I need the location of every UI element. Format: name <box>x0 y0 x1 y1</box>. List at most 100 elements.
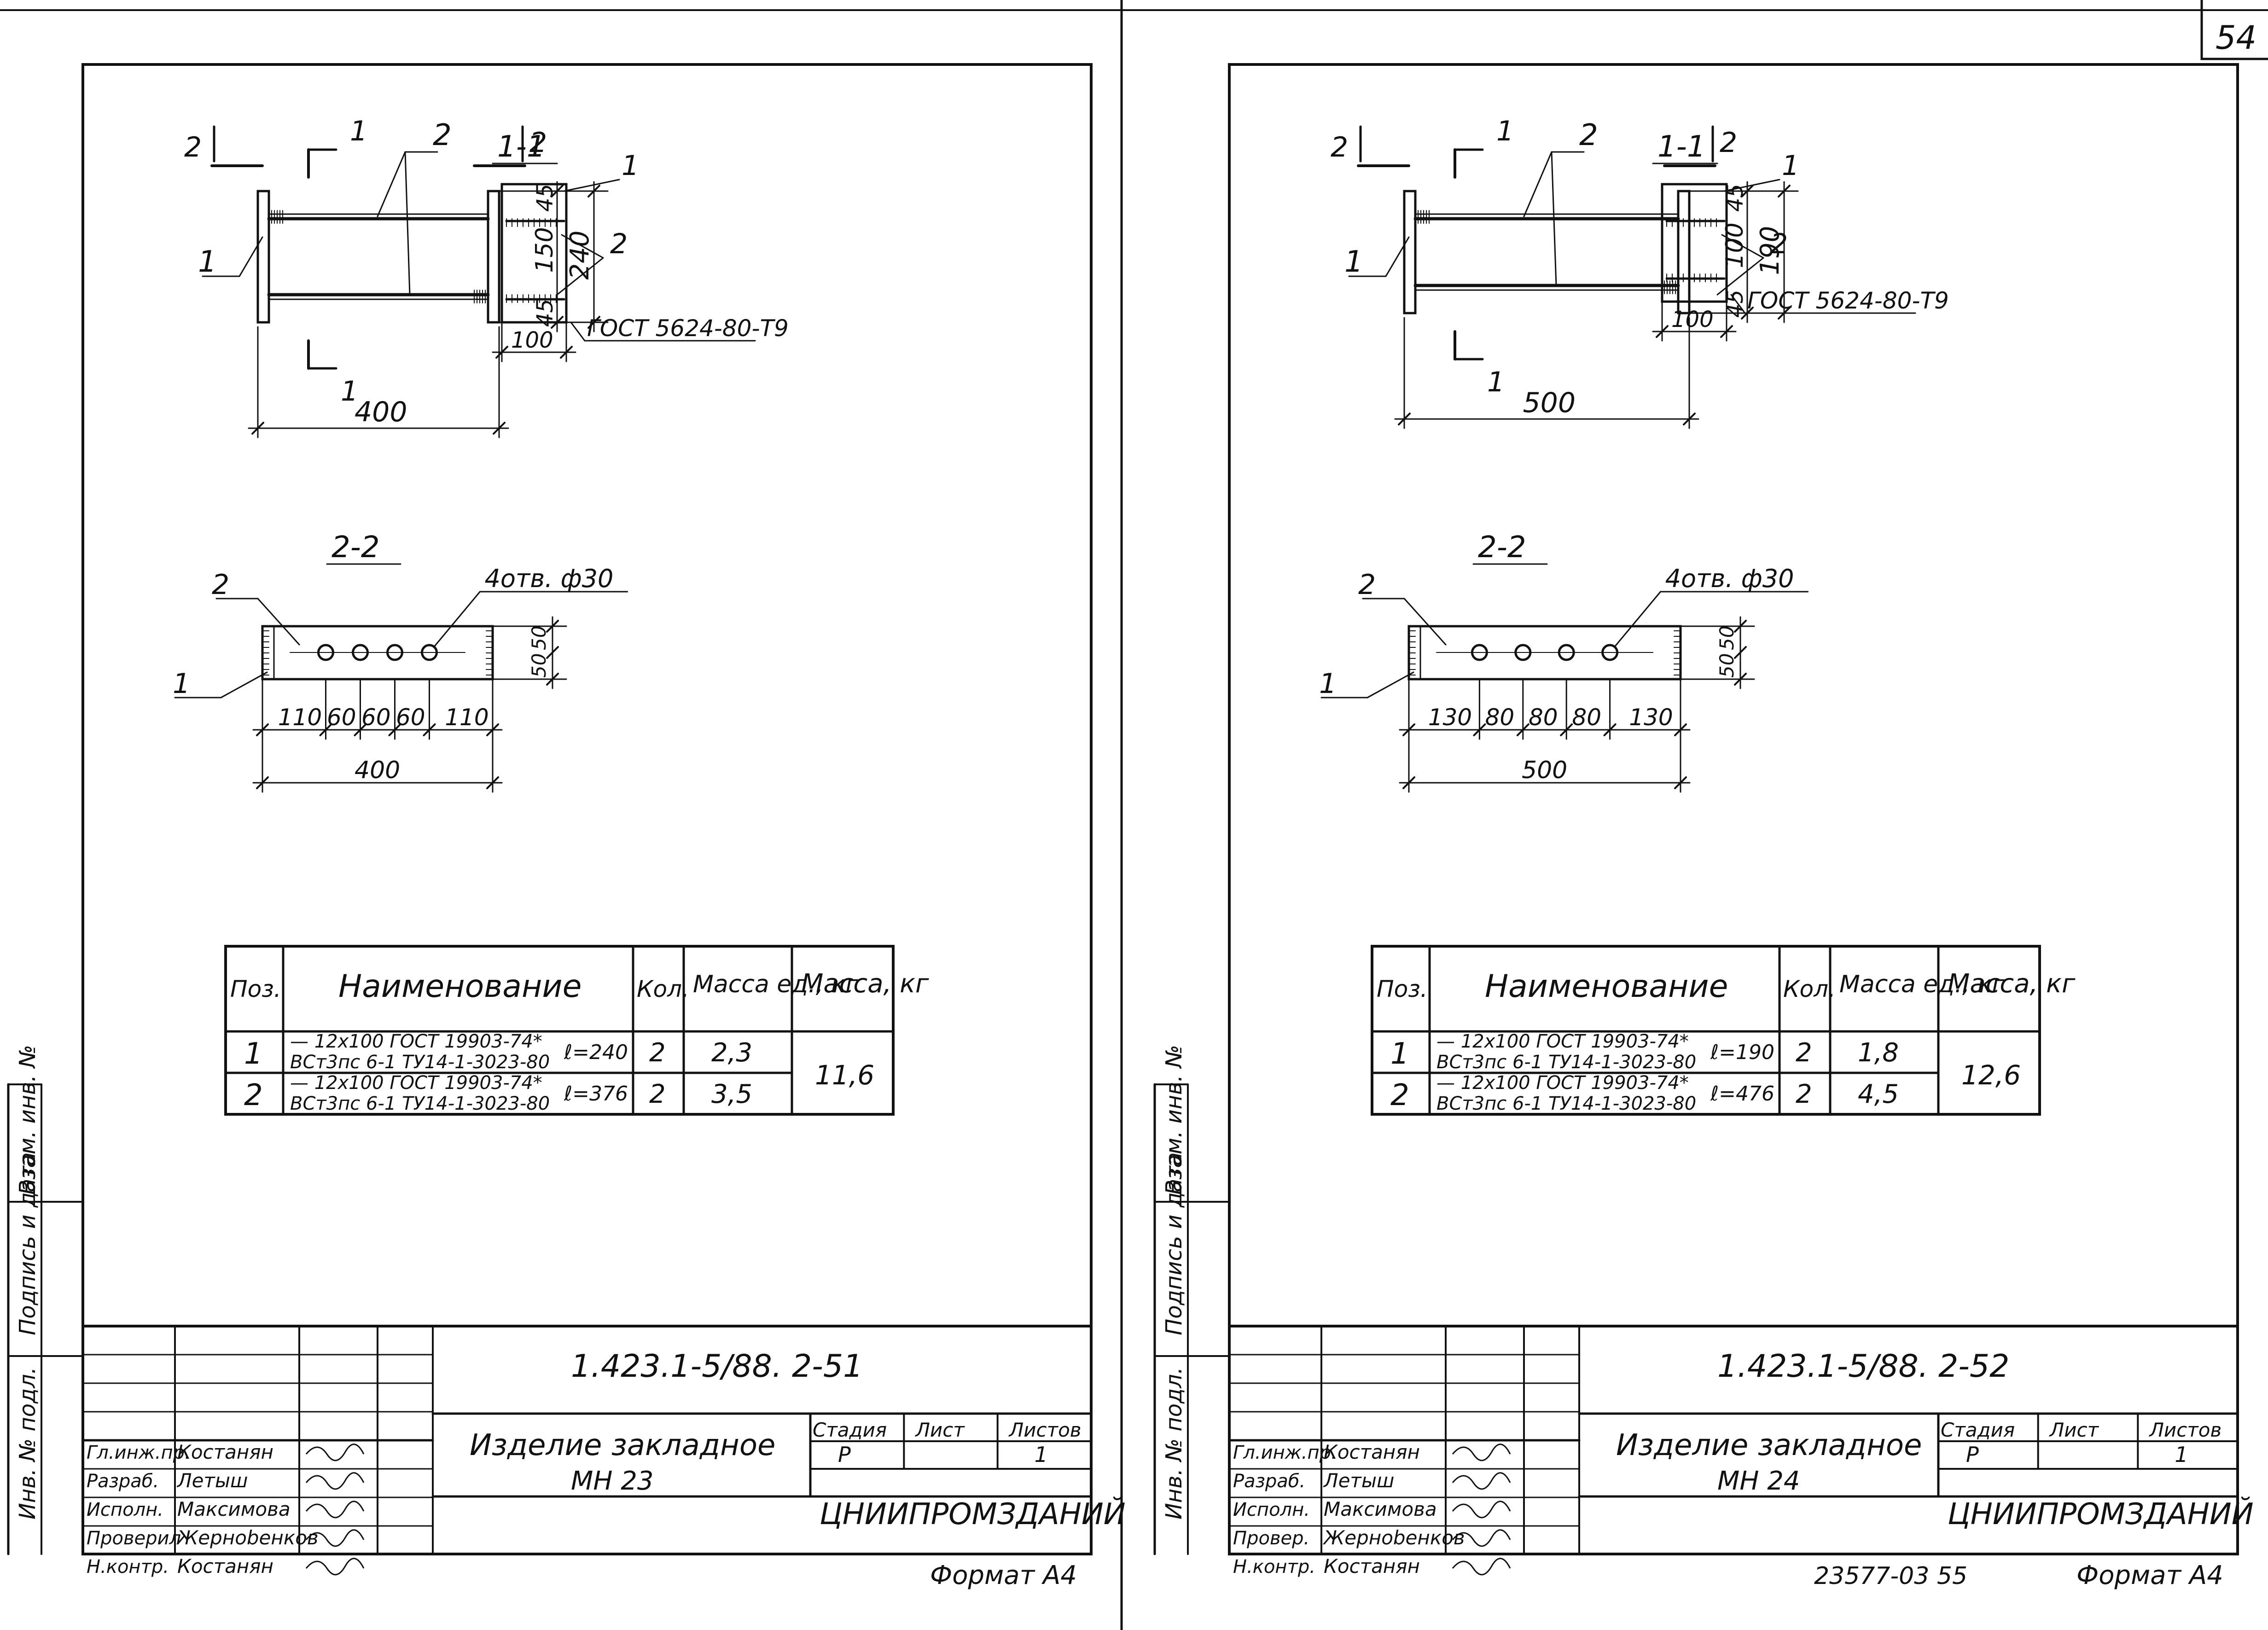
signer-name: Летыш <box>176 1469 248 1492</box>
section-11-title: 1-1 <box>497 130 546 164</box>
dimension-tick <box>1516 723 1529 736</box>
bolt-hole <box>1601 644 1619 661</box>
signature <box>305 1501 365 1519</box>
signature <box>1452 1444 1511 1461</box>
leader-pos2 <box>1403 598 1447 646</box>
stage-value: Р <box>838 1442 851 1467</box>
sheet-header: Лист <box>2049 1419 2099 1441</box>
leader-pos2 <box>561 234 604 259</box>
section-11-outline <box>500 183 568 324</box>
dimension-tick <box>251 422 264 435</box>
th-unit-mass: Масса ед., кг <box>693 971 858 998</box>
role-label: Гл.инж.пр. <box>1233 1442 1337 1463</box>
bolt-hole <box>386 644 403 661</box>
section-22-pos1: 1 <box>1319 668 1337 700</box>
dimension-tick <box>546 620 559 633</box>
dim-length: 500 <box>1523 387 1576 419</box>
td-name: — 12х100 ГОСТ 19903-74* <box>290 1031 542 1052</box>
td-name: — 12х100 ГОСТ 19903-74* <box>1436 1072 1689 1094</box>
signer-name: Костанян <box>177 1441 273 1463</box>
product-mark: МН 24 <box>1717 1466 1800 1496</box>
product-mark: МН 23 <box>571 1466 653 1496</box>
bolt-hole <box>421 644 438 661</box>
section-22-pos2: 2 <box>1358 569 1376 601</box>
dimension-tick <box>1603 723 1617 736</box>
dim-total: 240 <box>565 231 595 280</box>
page-number: 54 <box>2216 19 2256 57</box>
signature <box>1452 1501 1511 1519</box>
role-label: Исполн. <box>87 1499 163 1520</box>
leader-pos2 <box>1551 151 1557 286</box>
side-dim: 50 <box>1716 626 1738 650</box>
bolt-hole <box>352 644 369 661</box>
weld-leader <box>1730 294 1746 314</box>
td-pos: 2 <box>1390 1078 1409 1112</box>
dimension-tick <box>486 723 499 736</box>
td-unit-mass: 2,3 <box>711 1038 752 1068</box>
leader-pos2 <box>1716 257 1764 296</box>
weld-leader <box>570 321 586 342</box>
leader-pos2 <box>1721 234 1764 259</box>
side-strip-label: Инв. № подл. <box>15 1367 41 1519</box>
section-11-pos2: 2 <box>1770 228 1788 260</box>
end-plate-right <box>1677 190 1691 314</box>
dim-length: 400 <box>355 396 407 428</box>
td-name: ВСт3пс 6-1 ТУ14-1-3023-80 <box>290 1052 550 1073</box>
section-11-outline <box>1661 183 1728 303</box>
td-name: ВСт3пс 6-1 ТУ14-1-3023-80 <box>1436 1093 1696 1114</box>
side-strip-label: Инв. № подл. <box>1161 1367 1187 1519</box>
role-label: Разраб. <box>1233 1471 1305 1492</box>
sheet-frame <box>81 63 1093 1555</box>
th-unit-mass: Масса ед., кг <box>1839 971 2005 998</box>
th-mass: Масса, кг <box>1948 969 2076 999</box>
signer-name: Костанян <box>1324 1555 1420 1578</box>
section-11-pos1: 1 <box>622 150 639 182</box>
leader-pos1 <box>238 236 263 277</box>
bolt-hole <box>1471 644 1488 661</box>
total-dim: 400 <box>355 757 400 784</box>
total-dim: 500 <box>1522 757 1567 784</box>
pos2-callout: 2 <box>1579 118 1598 152</box>
format-label: Формат А4 <box>2076 1560 2223 1590</box>
spacing-dim: 110 <box>278 704 322 731</box>
section-22-title: 2-2 <box>1478 530 1526 565</box>
signature <box>1452 1529 1511 1547</box>
td-length: ℓ=240 <box>564 1041 628 1064</box>
section-2-label-left: 2 <box>1331 131 1348 163</box>
dimension-tick <box>493 422 506 435</box>
dimension-tick <box>587 185 600 198</box>
sheet-frame <box>1228 63 2239 1555</box>
side-dim: 50 <box>528 626 550 650</box>
signature <box>305 1444 365 1461</box>
td-qty: 2 <box>1796 1038 1812 1068</box>
bolt-hole <box>1558 644 1575 661</box>
signer-name: Максимова <box>1324 1498 1437 1520</box>
archive-number: 23577-03 55 <box>1814 1562 1967 1590</box>
dimension-tick <box>354 723 367 736</box>
stage-value: Р <box>1966 1442 1979 1467</box>
signer-name: Летыш <box>1323 1469 1394 1492</box>
dimension-tick <box>1720 325 1733 338</box>
bolt-hole <box>1514 644 1532 661</box>
leader-pos2 <box>1523 151 1553 217</box>
spacing-dim: 110 <box>445 704 488 731</box>
td-name: ВСт3пс 6-1 ТУ14-1-3023-80 <box>1436 1052 1696 1073</box>
leader-pos1 <box>1385 236 1410 277</box>
dimension-tick <box>388 723 401 736</box>
sheets-value: 1 <box>2175 1442 2188 1467</box>
signer-name: Максимова <box>177 1498 291 1520</box>
section-1-label-top: 1 <box>350 115 367 147</box>
weld-spec: ГОСТ 5624-80-Т9 <box>1747 287 1949 314</box>
product-title: Изделие закладное <box>470 1428 775 1462</box>
stage-header: Стадия <box>1941 1419 2015 1441</box>
weld-spec: ГОСТ 5624-80-Т9 <box>587 315 789 342</box>
th-qty: Кол. <box>637 976 689 1002</box>
holes-callout: 4отв. ф30 <box>485 564 614 593</box>
product-title: Изделие закладное <box>1616 1428 1922 1462</box>
spacing-dim: 80 <box>1529 704 1558 731</box>
spacing-dim: 130 <box>1629 704 1673 731</box>
th-qty: Кол. <box>1783 976 1836 1002</box>
td-qty: 2 <box>649 1038 666 1068</box>
signer-name: Костанян <box>177 1555 273 1578</box>
